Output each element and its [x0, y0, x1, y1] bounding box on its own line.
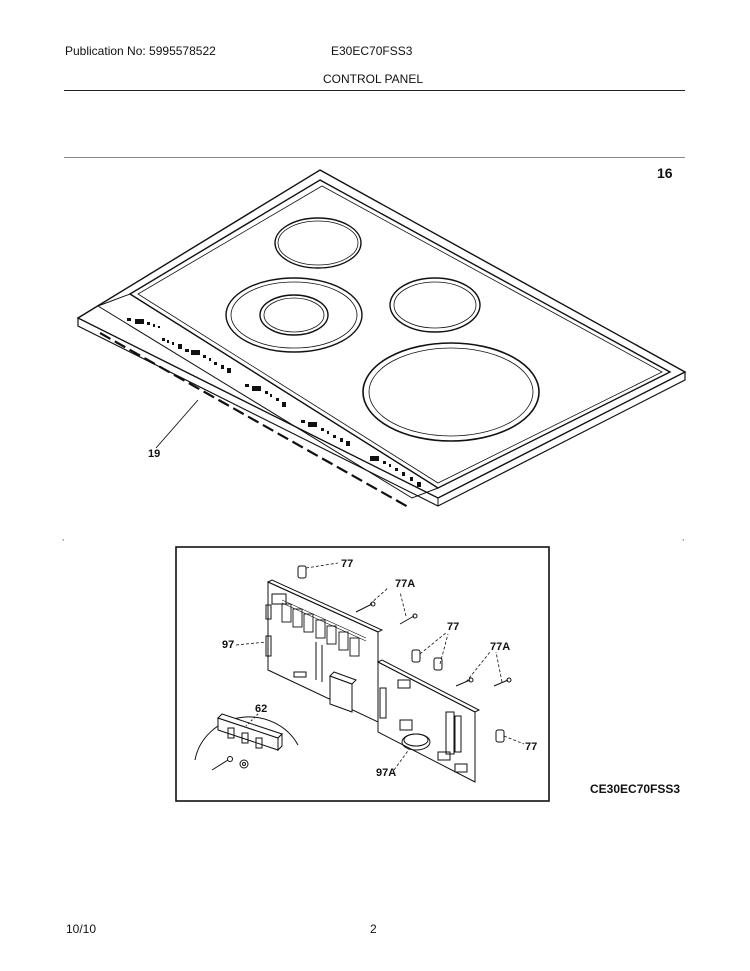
callout-77A-upper: 77A: [395, 578, 415, 590]
main-control-board: [265, 579, 384, 723]
callout-77-middle: 77: [447, 621, 459, 633]
diagram-top-rule: [64, 157, 685, 158]
mounting-screws: [355, 601, 512, 687]
burner-front-left-outer: [225, 277, 363, 353]
leader-19: [155, 399, 199, 449]
publication-number: Publication No: 5995578522: [65, 44, 216, 58]
cooktop-illustration: [76, 169, 687, 509]
callout-77-top: 77: [341, 558, 353, 570]
callout-97A: 97A: [376, 767, 396, 779]
standoff-spacers: [297, 565, 505, 743]
page-marker: 16: [657, 165, 673, 181]
burner-front-left-inner: [259, 294, 329, 336]
callout-leaders: [235, 562, 525, 771]
callout-97: 97: [222, 639, 234, 651]
callout-77A-lower: 77A: [490, 641, 510, 653]
header-rule: [64, 90, 685, 91]
callout-62: 62: [255, 703, 267, 715]
svg-text:,: ,: [682, 533, 684, 542]
section-title: CONTROL PANEL: [323, 72, 424, 86]
detail-frame: [175, 546, 550, 802]
secondary-control-board: [376, 659, 481, 783]
model-number: E30EC70FSS3: [331, 44, 413, 58]
burner-rear-left: [274, 217, 362, 269]
svg-text:,: ,: [62, 533, 64, 542]
callout-19: 19: [148, 448, 160, 460]
footer-page-number: 2: [370, 922, 377, 936]
control-touch-icons: [127, 318, 421, 487]
figure-code: CE30EC70FSS3: [590, 782, 680, 796]
bracket-inset: [194, 713, 299, 771]
callout-77-bottom: 77: [525, 741, 537, 753]
burner-front-right-outer: [362, 342, 540, 442]
footer-date: 10/10: [66, 922, 97, 936]
burner-rear-right: [389, 277, 481, 333]
